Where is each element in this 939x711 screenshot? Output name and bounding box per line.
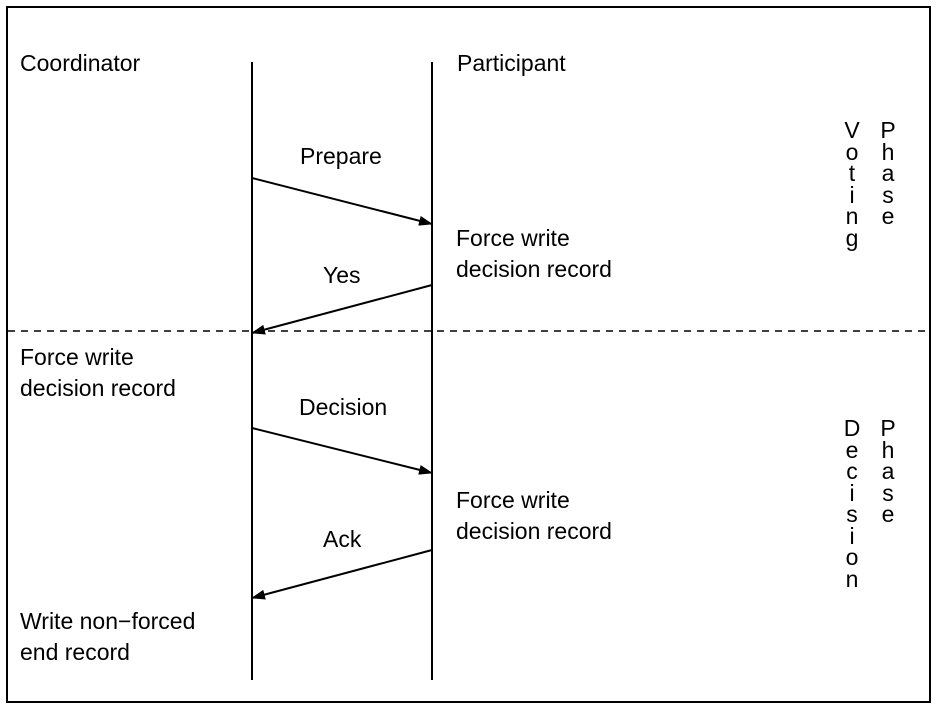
participant-force-write-note-1: Force write decision record: [456, 225, 612, 282]
phase-letter: e: [845, 436, 859, 463]
phase-letter: o: [845, 544, 859, 570]
phase-letter: P: [880, 117, 896, 143]
participant-label: Participant: [457, 50, 566, 76]
phase-letter: n: [845, 565, 859, 592]
phase-letter: i: [849, 181, 855, 208]
phase-letter: n: [845, 203, 859, 229]
coordinator-force-write-note: Force write decision record: [20, 344, 176, 401]
phase-letter: V: [844, 117, 860, 143]
prepare-label: Prepare: [300, 143, 382, 169]
phase-letter: i: [849, 522, 855, 549]
phase-letter: h: [881, 436, 895, 463]
decision-label: Decision: [299, 394, 388, 420]
phase-letter: a: [881, 458, 895, 484]
phase-letter: a: [881, 160, 895, 186]
phase-letter: s: [846, 501, 858, 527]
coordinator-end-record-note: Write non−forced end record: [20, 608, 196, 665]
participant-force-write-note-2: Force write decision record: [456, 487, 612, 544]
decision-arrow: [251, 427, 433, 475]
ack-label: Ack: [323, 526, 362, 552]
phase-letter: D: [843, 415, 861, 441]
yes-arrow: [251, 284, 433, 335]
prepare-arrow: [251, 177, 433, 226]
coordinator-label: Coordinator: [20, 50, 141, 76]
phase-letter: P: [880, 415, 896, 441]
phase-letter: g: [845, 224, 859, 251]
phase-letter: h: [881, 138, 895, 165]
phase-letter: s: [882, 181, 894, 208]
yes-label: Yes: [323, 262, 361, 288]
phase-letter: o: [845, 138, 859, 165]
phase-letter: t: [848, 160, 856, 186]
phase-letter: e: [881, 203, 895, 229]
diagram-frame: [6, 6, 931, 703]
ack-arrow: [251, 549, 433, 600]
phase-letter: c: [846, 458, 858, 484]
phase-letter: s: [882, 479, 894, 506]
phase-letter: i: [849, 479, 855, 506]
phase-letter: e: [881, 501, 895, 527]
